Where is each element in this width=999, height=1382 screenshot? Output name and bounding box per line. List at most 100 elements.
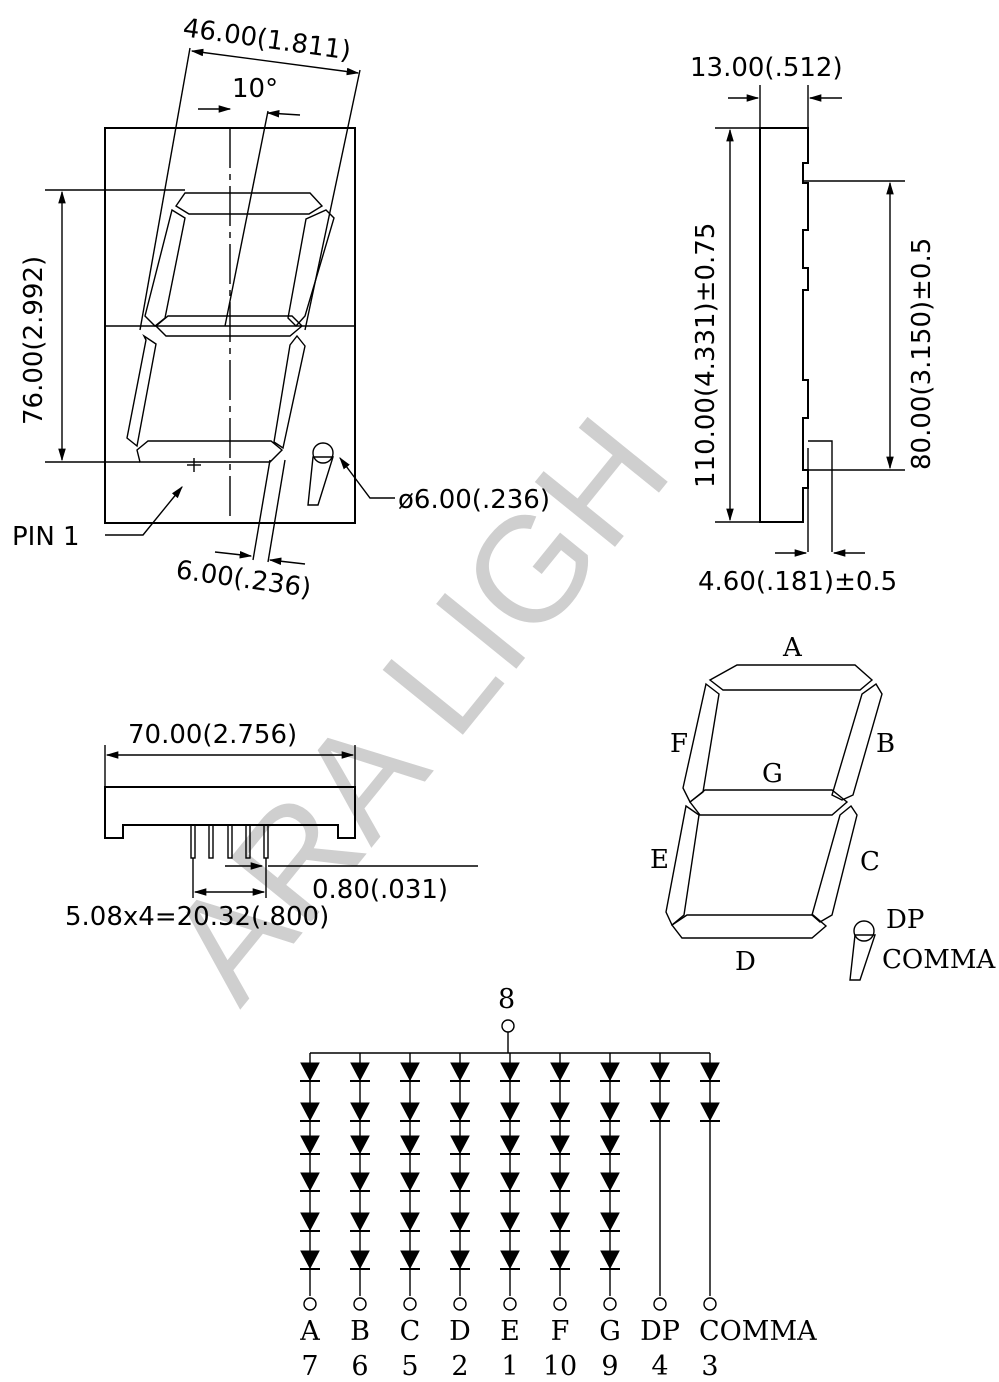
circuit-pin-number: 6	[351, 1351, 368, 1382]
led-diode	[550, 1102, 570, 1122]
pin-terminal	[503, 1297, 517, 1311]
map-comma	[849, 934, 876, 981]
map-label-a: A	[782, 633, 803, 663]
front-comma	[307, 456, 334, 506]
bottom-body-outline	[104, 786, 356, 839]
led-diode	[300, 1250, 320, 1270]
front-seg-e	[126, 333, 157, 448]
pin-terminal	[553, 1297, 567, 1311]
led-diode	[500, 1172, 520, 1192]
circuit-pin-number: 1	[501, 1351, 518, 1382]
segw-ext-left	[252, 459, 271, 561]
circuit-pin-number: 2	[451, 1351, 468, 1382]
led-diode	[550, 1062, 570, 1082]
watermark-text: ARA LIGH	[134, 387, 700, 1030]
map-label-d: D	[735, 947, 756, 977]
led-diode	[300, 1062, 320, 1082]
led-diode	[450, 1250, 470, 1270]
watermark: ARA LIGH	[134, 387, 700, 1030]
circuit-segment-label: B	[350, 1316, 370, 1347]
map-seg-c	[811, 804, 858, 923]
pin-terminal	[303, 1297, 317, 1311]
front-seg-b	[287, 209, 335, 328]
width-ext-left	[139, 47, 191, 331]
front-seg-c	[273, 334, 306, 450]
common-pin-label: 8	[498, 984, 515, 1015]
circuit-segment-label: DP	[640, 1316, 680, 1347]
pin-terminal	[403, 1297, 417, 1311]
led-diode	[550, 1135, 570, 1155]
side-depth-dim: 13.00(.512)	[690, 53, 843, 83]
circuit-pin-number: 3	[701, 1351, 718, 1382]
side-body-outline	[759, 127, 809, 523]
circuit-segment-label: D	[449, 1316, 471, 1347]
map-seg-g	[689, 789, 849, 816]
led-diode	[400, 1102, 420, 1122]
led-diode	[600, 1135, 620, 1155]
bottom-pin	[208, 824, 214, 859]
led-diode	[350, 1062, 370, 1082]
segw-arrow-left	[214, 550, 253, 559]
side-pin-length: 4.60(.181)±0.5	[698, 567, 897, 597]
angle-arrow-right	[266, 109, 301, 118]
bottom-pin	[227, 824, 233, 859]
pin-terminal	[353, 1297, 367, 1311]
led-diode	[300, 1172, 320, 1192]
led-diode	[450, 1102, 470, 1122]
bottom-pin-width: 0.80(.031)	[312, 875, 448, 905]
front-height-dim: 76.00(2.992)	[19, 256, 49, 425]
led-diode	[450, 1135, 470, 1155]
circuit-pin-number: 7	[301, 1351, 318, 1382]
bottom-pin	[245, 824, 251, 859]
led-diode	[600, 1102, 620, 1122]
side-pin-span: 80.00(3.150)±0.5	[907, 238, 937, 470]
circuit-segment-label: G	[599, 1316, 621, 1347]
pin-terminal	[453, 1297, 467, 1311]
width-dim-line	[190, 48, 360, 76]
led-diode	[650, 1062, 670, 1082]
led-diode	[400, 1062, 420, 1082]
led-diode	[300, 1212, 320, 1232]
led-diode	[450, 1212, 470, 1232]
map-label-comma: COMMA	[882, 945, 996, 975]
circuit-pin-number: 5	[401, 1351, 418, 1382]
pin-terminal	[703, 1297, 717, 1311]
circuit-pin-number: 9	[601, 1351, 618, 1382]
map-seg-e	[665, 804, 700, 927]
map-label-dp: DP	[886, 905, 924, 935]
circuit-segment-label: E	[500, 1316, 520, 1347]
common-pin-terminal	[501, 1019, 515, 1033]
front-dp-dot	[312, 442, 334, 464]
map-label-f: F	[670, 729, 688, 759]
led-diode	[450, 1062, 470, 1082]
led-diode	[600, 1172, 620, 1192]
led-diode	[550, 1250, 570, 1270]
pin-terminal	[603, 1297, 617, 1311]
led-diode	[350, 1212, 370, 1232]
circuit-pin-number: 10	[543, 1351, 577, 1382]
led-diode	[300, 1135, 320, 1155]
bottom-width-dim: 70.00(2.756)	[128, 720, 297, 750]
side-pin	[808, 440, 833, 552]
map-seg-b	[831, 682, 883, 801]
front-angle: 10°	[232, 74, 278, 104]
front-seg-g	[154, 315, 304, 337]
led-diode	[550, 1212, 570, 1232]
led-diode	[700, 1102, 720, 1122]
segw-ext-right	[267, 459, 286, 563]
led-diode	[300, 1102, 320, 1122]
led-diode	[400, 1135, 420, 1155]
angle-slant-line	[224, 110, 269, 327]
side-overall-height: 110.00(4.331)±0.75	[691, 223, 721, 488]
led-diode	[500, 1135, 520, 1155]
led-diode	[500, 1102, 520, 1122]
led-diode	[400, 1212, 420, 1232]
circuit-segment-label: F	[551, 1316, 570, 1347]
led-diode	[650, 1102, 670, 1122]
led-diode	[350, 1135, 370, 1155]
led-diode	[350, 1102, 370, 1122]
led-diode	[450, 1172, 470, 1192]
circuit-segment-label: COMMA	[699, 1316, 817, 1347]
